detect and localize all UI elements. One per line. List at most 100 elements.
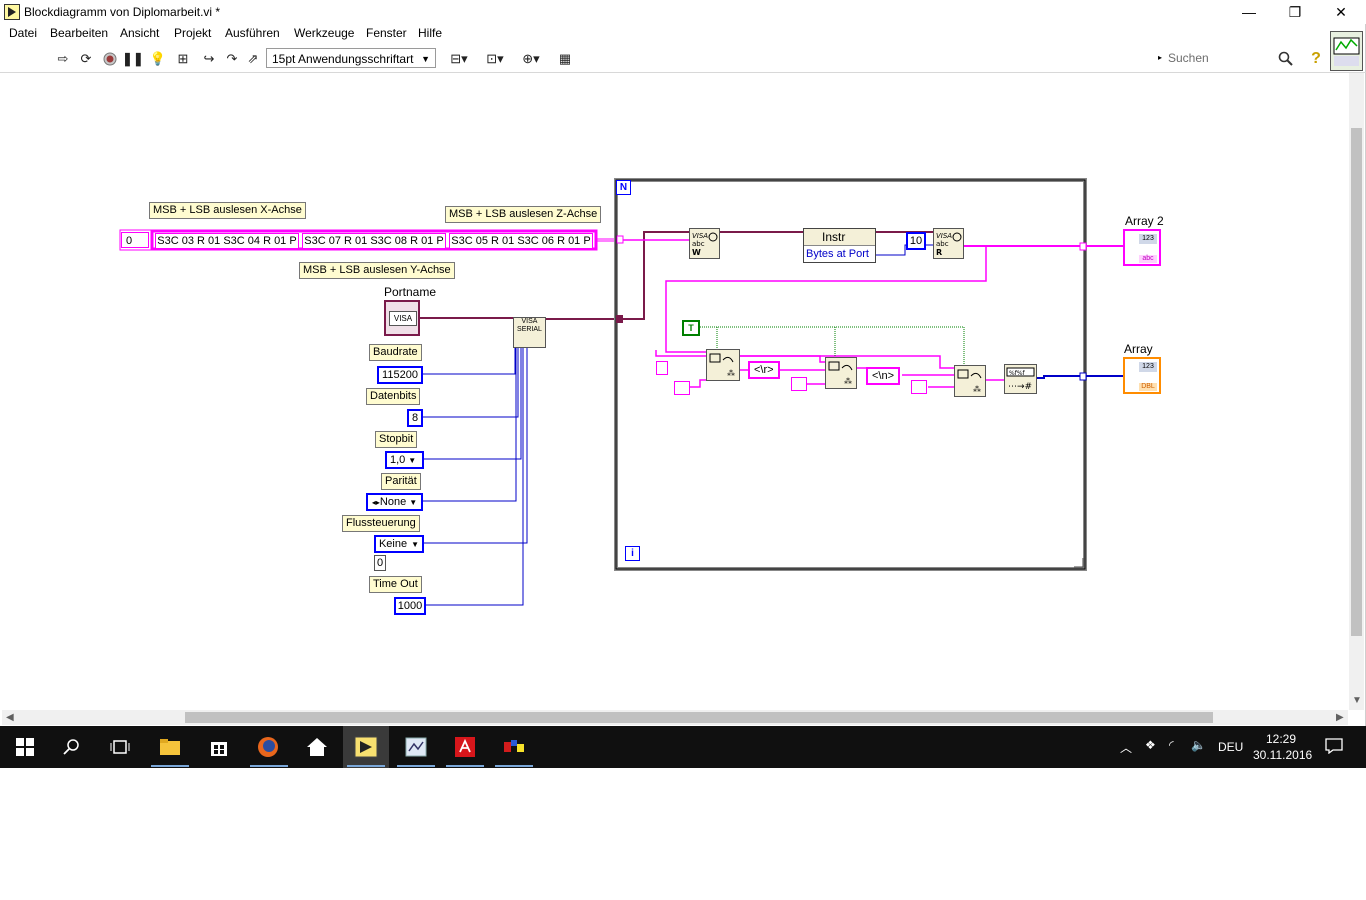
scroll-left-icon[interactable]: ◀ xyxy=(6,712,14,723)
match-pattern-node-3[interactable]: ⁂ xyxy=(954,365,986,397)
scroll-down-icon[interactable]: ▼ xyxy=(1352,695,1362,706)
menu-fenster[interactable]: Fenster xyxy=(366,26,407,40)
scan-from-string-node[interactable]: %f%f⋯→# xyxy=(1004,364,1037,394)
dropbox-icon[interactable]: ❖ xyxy=(1145,738,1156,752)
close-button[interactable]: ✕ xyxy=(1335,4,1347,20)
align-objects-icon[interactable]: ⊟▾ xyxy=(450,51,468,66)
taskbar: ︿ ❖ ◜ 🔈 DEU 12:29 30.11.2016 xyxy=(0,726,1366,768)
step-into-icon[interactable]: ↪ xyxy=(203,51,215,66)
array2-icon-text: 123 xyxy=(1139,234,1157,244)
file-explorer-icon[interactable] xyxy=(158,735,182,759)
loop-iteration-terminal[interactable]: i xyxy=(625,546,640,561)
clean-up-diagram-icon[interactable]: ▦ xyxy=(558,51,572,66)
run-continuously-icon[interactable]: ⟳ xyxy=(80,51,92,66)
true-constant[interactable]: T xyxy=(682,320,700,336)
context-help-icon[interactable]: ? xyxy=(1311,50,1321,67)
restore-button[interactable]: ❐ xyxy=(1288,4,1302,20)
scroll-right-icon[interactable]: ▶ xyxy=(1336,712,1344,723)
chevron-down-icon: ▼ xyxy=(411,540,420,549)
paritaet-enum[interactable]: ◂▸None▼ xyxy=(366,493,423,511)
notifications-icon[interactable] xyxy=(1325,738,1343,757)
highlight-execution-icon[interactable]: 💡 xyxy=(149,51,167,66)
loop-count-terminal[interactable]: N xyxy=(616,180,631,195)
svg-text:⁂: ⁂ xyxy=(727,368,735,378)
flussteuerung-enum[interactable]: Keine▼ xyxy=(374,535,424,553)
comment-z-axis[interactable]: MSB + LSB auslesen Z-Achse xyxy=(445,206,602,223)
reorder-icon[interactable]: ⊕▾ xyxy=(522,51,540,66)
labview-diagram-icon[interactable] xyxy=(404,735,428,759)
search-input[interactable]: Suchen xyxy=(1168,51,1209,65)
pause-icon[interactable]: ❚❚ xyxy=(122,51,144,66)
match-pattern-node-2[interactable]: ⁂ xyxy=(825,357,857,389)
baudrate-label: Baudrate xyxy=(369,344,422,361)
numeric-constant-10[interactable]: 10 xyxy=(906,232,926,250)
menu-datei[interactable]: Datei xyxy=(9,26,38,40)
acrobat-icon[interactable] xyxy=(453,735,477,759)
menu-ansicht[interactable]: Ansicht xyxy=(120,26,160,40)
array-index-display[interactable]: 0 xyxy=(121,232,149,248)
stopbit-label: Stopbit xyxy=(375,431,418,448)
array-element-1[interactable]: S3C 03 R 01 S3C 04 R 01 P xyxy=(155,233,299,249)
datenbits-constant[interactable]: 8 xyxy=(407,409,423,427)
array-element-2[interactable]: S3C 07 R 01 S3C 08 R 01 P xyxy=(302,233,446,249)
minimize-button[interactable]: — xyxy=(1242,4,1256,20)
property-node[interactable]: Instr Bytes at Port xyxy=(803,228,876,263)
menu-ausfuehren[interactable]: Ausführen xyxy=(225,26,280,40)
vertical-scroll-thumb[interactable] xyxy=(1351,128,1362,636)
clock-date[interactable]: 30.11.2016 xyxy=(1253,748,1313,762)
wifi-icon[interactable]: ◜ xyxy=(1169,738,1174,752)
lf-constant[interactable]: <\n> xyxy=(866,367,901,385)
step-out-icon[interactable]: ⇗ xyxy=(247,51,259,66)
menu-werkzeuge[interactable]: Werkzeuge xyxy=(294,26,355,40)
menu-bearbeiten[interactable]: Bearbeiten xyxy=(50,26,109,40)
volume-icon[interactable]: 🔈 xyxy=(1191,738,1206,752)
empty-string-constant-3[interactable] xyxy=(791,377,807,391)
search-icon[interactable] xyxy=(1276,49,1296,69)
task-view-icon[interactable] xyxy=(108,735,132,759)
title-bar: Blockdiagramm von Diplomarbeit.vi * — ❐ … xyxy=(0,0,1366,24)
distribute-objects-icon[interactable]: ⊡▾ xyxy=(486,51,504,66)
timeout-label: Time Out xyxy=(369,576,422,593)
horizontal-scroll-thumb[interactable] xyxy=(185,712,1213,723)
array-indicator[interactable]: 123 DBL xyxy=(1123,357,1161,394)
firefox-icon[interactable] xyxy=(256,735,280,759)
search-icon[interactable] xyxy=(60,735,84,759)
menu-projekt[interactable]: Projekt xyxy=(174,26,212,40)
empty-string-constant-2[interactable] xyxy=(674,381,690,395)
stopbit-ring[interactable]: 1,0▼ xyxy=(385,451,424,469)
visa-configure-serial-node[interactable]: VISA SERIAL xyxy=(513,317,546,348)
language-indicator[interactable]: DEU xyxy=(1218,740,1244,754)
vi-icon[interactable] xyxy=(1330,31,1363,71)
empty-string-constant-4[interactable] xyxy=(911,380,927,394)
abort-icon[interactable] xyxy=(100,49,120,69)
labview-taskbar-button[interactable] xyxy=(343,726,389,768)
windows-start-icon[interactable] xyxy=(13,735,37,759)
home-icon[interactable] xyxy=(305,735,329,759)
search-expand-icon[interactable]: ▸ xyxy=(1158,53,1163,62)
comment-x-axis[interactable]: MSB + LSB auslesen X-Achse xyxy=(149,202,306,219)
retain-wire-values-icon[interactable]: ⊞ xyxy=(177,51,189,66)
chevron-down-icon: ▼ xyxy=(421,54,430,64)
match-pattern-node-1[interactable]: ⁂ xyxy=(706,349,740,381)
array-element-3[interactable]: S3C 05 R 01 S3C 06 R 01 P xyxy=(449,233,593,249)
portname-control[interactable]: VISA xyxy=(384,300,420,336)
tray-expand-icon[interactable]: ︿ xyxy=(1120,741,1133,755)
store-icon[interactable] xyxy=(207,735,231,759)
array2-indicator[interactable]: 123 abc xyxy=(1123,229,1161,266)
app-colors-icon[interactable] xyxy=(502,735,526,759)
empty-string-constant-1[interactable] xyxy=(656,361,668,375)
timeout-constant[interactable]: 1000 xyxy=(394,597,426,615)
app-active-indicator xyxy=(495,765,533,767)
bytes-at-port-property[interactable]: Bytes at Port xyxy=(806,248,869,260)
baudrate-constant[interactable]: 115200 xyxy=(377,366,423,384)
clock-time[interactable]: 12:29 xyxy=(1266,732,1297,746)
font-select[interactable]: 15pt Anwendungsschriftart ▼ xyxy=(266,48,436,68)
comment-y-axis[interactable]: MSB + LSB auslesen Y-Achse xyxy=(299,262,455,279)
cr-constant[interactable]: <\r> xyxy=(748,361,780,379)
run-arrow-icon[interactable]: ⇨ xyxy=(57,51,69,66)
extra-numeric-constant[interactable]: 0 xyxy=(374,555,386,571)
step-over-icon[interactable]: ↷ xyxy=(226,51,238,66)
menu-hilfe[interactable]: Hilfe xyxy=(418,26,443,40)
